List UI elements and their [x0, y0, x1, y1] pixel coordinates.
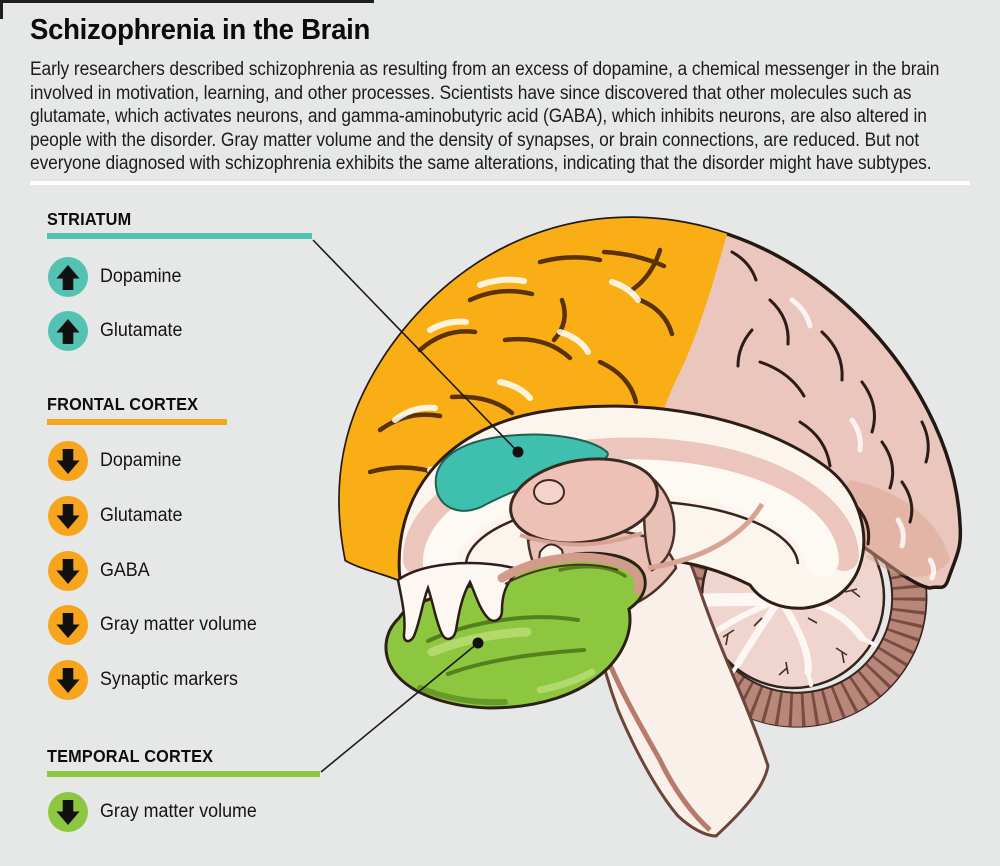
legend-item: Dopamine: [48, 441, 187, 481]
brain-region-frontal-cortex: [339, 218, 728, 585]
down-arrow-badge: [48, 496, 88, 536]
frontal-cortex-color-bar: [47, 419, 227, 425]
section-header-frontal-cortex: FRONTAL CORTEX: [47, 394, 199, 414]
brainstem: [588, 536, 770, 838]
arrow-up-icon: [56, 318, 80, 344]
legend-item: Gray matter volume: [48, 605, 267, 645]
ventricle-drips: [396, 561, 516, 643]
down-arrow-badge: [48, 792, 88, 832]
brain-region-striatum: [434, 433, 609, 512]
arrow-down-icon: [56, 558, 80, 584]
arrow-down-icon: [56, 667, 80, 693]
border-artifact-top: [0, 0, 374, 3]
temporal-cortex-color-bar: [47, 771, 320, 777]
legend-item: Glutamate: [48, 311, 188, 351]
cerebellum-disc: [700, 504, 886, 690]
legend-item-label: Dopamine: [100, 450, 182, 471]
legend-item-label: Gray matter volume: [100, 801, 257, 822]
down-arrow-badge: [48, 605, 88, 645]
divider-line: [30, 181, 970, 185]
interthalamic-adhesion: [533, 479, 565, 505]
corpus-callosum-area: [397, 404, 866, 629]
striatum-color-bar: [47, 233, 312, 239]
thalamus: [509, 457, 659, 545]
legend-item-label: Dopamine: [100, 266, 182, 287]
legend-item: GABA: [48, 551, 153, 591]
posterior-highlights: [777, 297, 937, 581]
down-arrow-badge: [48, 551, 88, 591]
arrow-down-icon: [56, 448, 80, 474]
legend-item: Dopamine: [48, 257, 187, 297]
legend-item-label: Glutamate: [100, 320, 183, 341]
up-arrow-badge: [48, 257, 88, 297]
up-arrow-badge: [48, 311, 88, 351]
arbor-vitae: [693, 506, 877, 687]
frontal-highlights: [392, 276, 641, 475]
legend-striatum: STRIATUM Dopamine Glutamate: [47, 209, 377, 369]
temporal-connector-dot: [472, 637, 484, 649]
section-header-striatum: STRIATUM: [47, 209, 132, 229]
section-header-temporal-cortex: TEMPORAL CORTEX: [47, 746, 214, 766]
legend-item-label: GABA: [100, 560, 150, 581]
down-arrow-badge: [48, 441, 88, 481]
arrow-down-icon: [56, 612, 80, 638]
legend-item-label: Synaptic markers: [100, 669, 238, 690]
cerebellum: [666, 504, 928, 728]
striatum-connector-dot: [512, 446, 524, 458]
legend-item-label: Glutamate: [100, 505, 183, 526]
legend-temporal-cortex: TEMPORAL CORTEX Gray matter volume: [47, 746, 377, 856]
legend-frontal-cortex: FRONTAL CORTEX Dopamine Glutamate GABA G…: [47, 394, 377, 724]
intro-line: involved in motivation, learning, and ot…: [30, 82, 912, 104]
legend-item: Gray matter volume: [48, 792, 267, 832]
legend-item-label: Gray matter volume: [100, 614, 257, 635]
arrow-up-icon: [56, 264, 80, 290]
cerebellum-folds: [722, 532, 861, 676]
brain-region-posterior-cortex: [338, 216, 963, 590]
temporal-lobe: [384, 551, 647, 710]
brain-region-temporal-cortex: [384, 551, 647, 710]
frontal-sulci: [367, 247, 675, 548]
legend-item: Synaptic markers: [48, 660, 247, 700]
cerebrum: [338, 216, 963, 590]
legend-item: Glutamate: [48, 496, 188, 536]
intro-line: Early researchers described schizophreni…: [30, 59, 940, 80]
arrow-down-icon: [56, 503, 80, 529]
down-arrow-badge: [48, 660, 88, 700]
border-artifact-left: [0, 0, 3, 19]
intro-line: everyone diagnosed with schizophrenia ex…: [30, 153, 932, 175]
page-title: Schizophrenia in the Brain: [30, 14, 371, 46]
mammillary-body: [517, 581, 537, 597]
arrow-down-icon: [56, 799, 80, 825]
intro-line: people with the disorder. Gray matter vo…: [30, 129, 920, 151]
posterior-sulci: [730, 250, 930, 572]
intro-paragraph: Early researchers described schizophreni…: [30, 58, 1000, 176]
intro-line: glutamate, which activates neurons, and …: [30, 106, 927, 128]
